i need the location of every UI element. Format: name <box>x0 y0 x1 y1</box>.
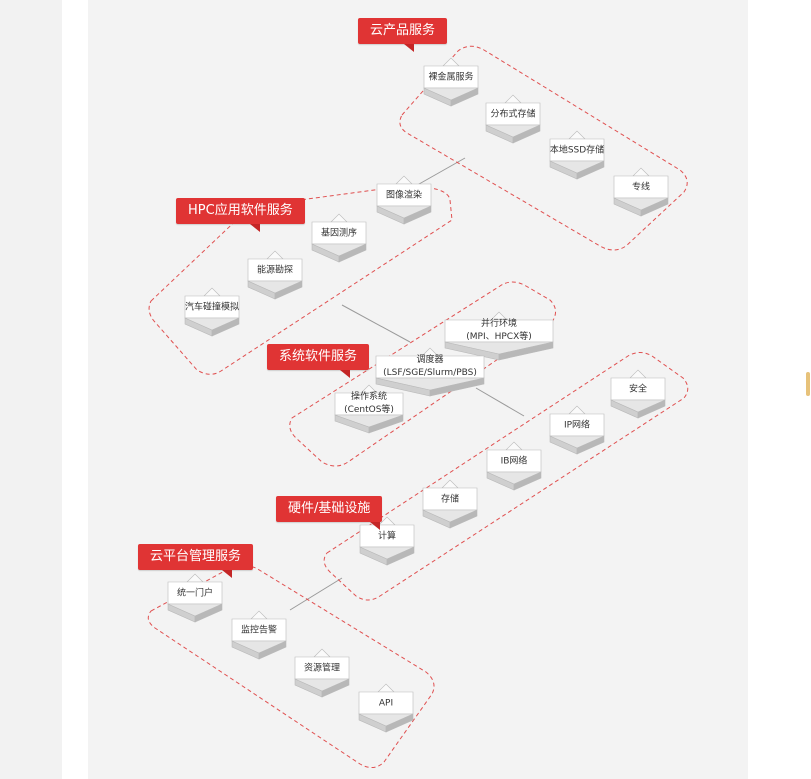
node-label-os: 操作系统 (CentOS等) <box>344 391 394 417</box>
left-margin <box>0 0 62 779</box>
node-subtitle: (CentOS等) <box>344 405 394 415</box>
node-label-security: 安全 <box>629 384 647 397</box>
right-margin <box>748 0 811 779</box>
node-title: IB网络 <box>500 456 528 467</box>
node-scheduler <box>375 347 485 397</box>
node-title: 能源勘探 <box>256 265 294 276</box>
node-label-monitoring: 监控告警 <box>241 625 277 638</box>
node-subtitle: (LSF/SGE/Slurm/PBS) <box>383 368 477 378</box>
node-local-ssd <box>549 130 605 180</box>
tag-cloud-product: 云产品服务 <box>358 18 448 44</box>
page-gutter <box>62 0 88 779</box>
node-title: 裸金属服务 <box>428 72 474 83</box>
tag-system-software: 系统软件服务 <box>267 344 370 370</box>
node-title: 统一门户 <box>176 588 214 599</box>
node-dedicated-line <box>613 167 669 217</box>
node-dist-storage <box>485 94 541 144</box>
node-bare-metal <box>423 57 479 107</box>
node-label-parallel-env: 并行环境 (MPI、HPCX等) <box>466 318 532 344</box>
node-label-gene-seq: 基因测序 <box>321 228 357 241</box>
tag-hpc-app: HPC应用软件服务 <box>176 198 305 224</box>
node-security <box>610 369 666 419</box>
node-title: 图像渲染 <box>385 190 423 201</box>
tag-tail-cloud-product <box>404 44 414 52</box>
node-gene-seq <box>311 213 367 263</box>
node-title: 并行环境 <box>480 319 518 329</box>
node-api <box>358 683 414 733</box>
node-title: 基因测序 <box>320 228 358 239</box>
node-title: 资源管理 <box>303 663 341 674</box>
tag-tail-cloud-platform <box>222 570 232 578</box>
node-shapes <box>167 57 669 733</box>
tag-tail-hardware <box>370 522 380 530</box>
node-energy-explore <box>247 250 303 300</box>
node-label-ib-network: IB网络 <box>501 456 528 469</box>
node-crash-sim <box>184 287 240 337</box>
node-compute <box>359 516 415 566</box>
node-label-ip-network: IP网络 <box>564 420 590 433</box>
tag-hardware: 硬件/基础设施 <box>276 496 383 522</box>
group-boundaries <box>147 45 689 768</box>
node-label-energy-explore: 能源勘探 <box>257 265 293 278</box>
node-storage <box>422 479 478 529</box>
tag-cloud-platform: 云平台管理服务 <box>138 544 254 570</box>
node-title: 汽车碰撞模拟 <box>184 302 240 313</box>
node-title: 监控告警 <box>240 625 278 636</box>
node-os <box>334 384 404 434</box>
connector-hpc-system <box>341 304 411 343</box>
tag-tail-hpc-app <box>250 224 260 232</box>
node-label-resource-mgmt: 资源管理 <box>304 663 340 676</box>
node-label-image-render: 图像渲染 <box>386 190 422 203</box>
node-label-dist-storage: 分布式存储 <box>490 109 535 122</box>
node-ib-network <box>486 441 542 491</box>
scroll-edge-marker <box>806 372 810 396</box>
node-label-dedicated-line: 专线 <box>632 182 650 195</box>
node-label-local-ssd: 本地SSD存储 <box>550 145 604 158</box>
node-title: 存储 <box>440 494 460 505</box>
node-title: 分布式存储 <box>490 109 536 120</box>
node-image-render <box>376 175 432 225</box>
node-title: IP网络 <box>563 420 591 431</box>
node-label-compute: 计算 <box>378 531 396 544</box>
node-label-crash-sim: 汽车碰撞模拟 <box>185 302 239 315</box>
connector-hardware-platform <box>289 577 343 611</box>
node-label-scheduler: 调度器 (LSF/SGE/Slurm/PBS) <box>383 354 477 380</box>
node-label-portal: 统一门户 <box>177 588 213 601</box>
node-resource-mgmt <box>294 648 350 698</box>
node-title: API <box>378 698 394 709</box>
node-title: 调度器 <box>416 355 444 365</box>
node-title: 安全 <box>628 384 648 395</box>
tag-tail-system-software <box>340 370 350 378</box>
node-title: 专线 <box>631 182 651 193</box>
connector-system-hardware <box>475 387 525 417</box>
node-label-storage: 存储 <box>441 494 459 507</box>
node-label-bare-metal: 裸金属服务 <box>428 72 473 85</box>
node-parallel-env <box>444 311 554 361</box>
node-label-api: API <box>379 698 393 711</box>
node-subtitle: (MPI、HPCX等) <box>466 332 532 342</box>
node-ip-network <box>549 405 605 455</box>
node-monitoring <box>231 610 287 660</box>
node-portal <box>167 573 223 623</box>
node-title: 本地SSD存储 <box>549 145 605 156</box>
boundary-cloud-product <box>399 45 688 251</box>
node-title: 操作系统 <box>350 392 387 402</box>
node-title: 计算 <box>377 531 397 542</box>
